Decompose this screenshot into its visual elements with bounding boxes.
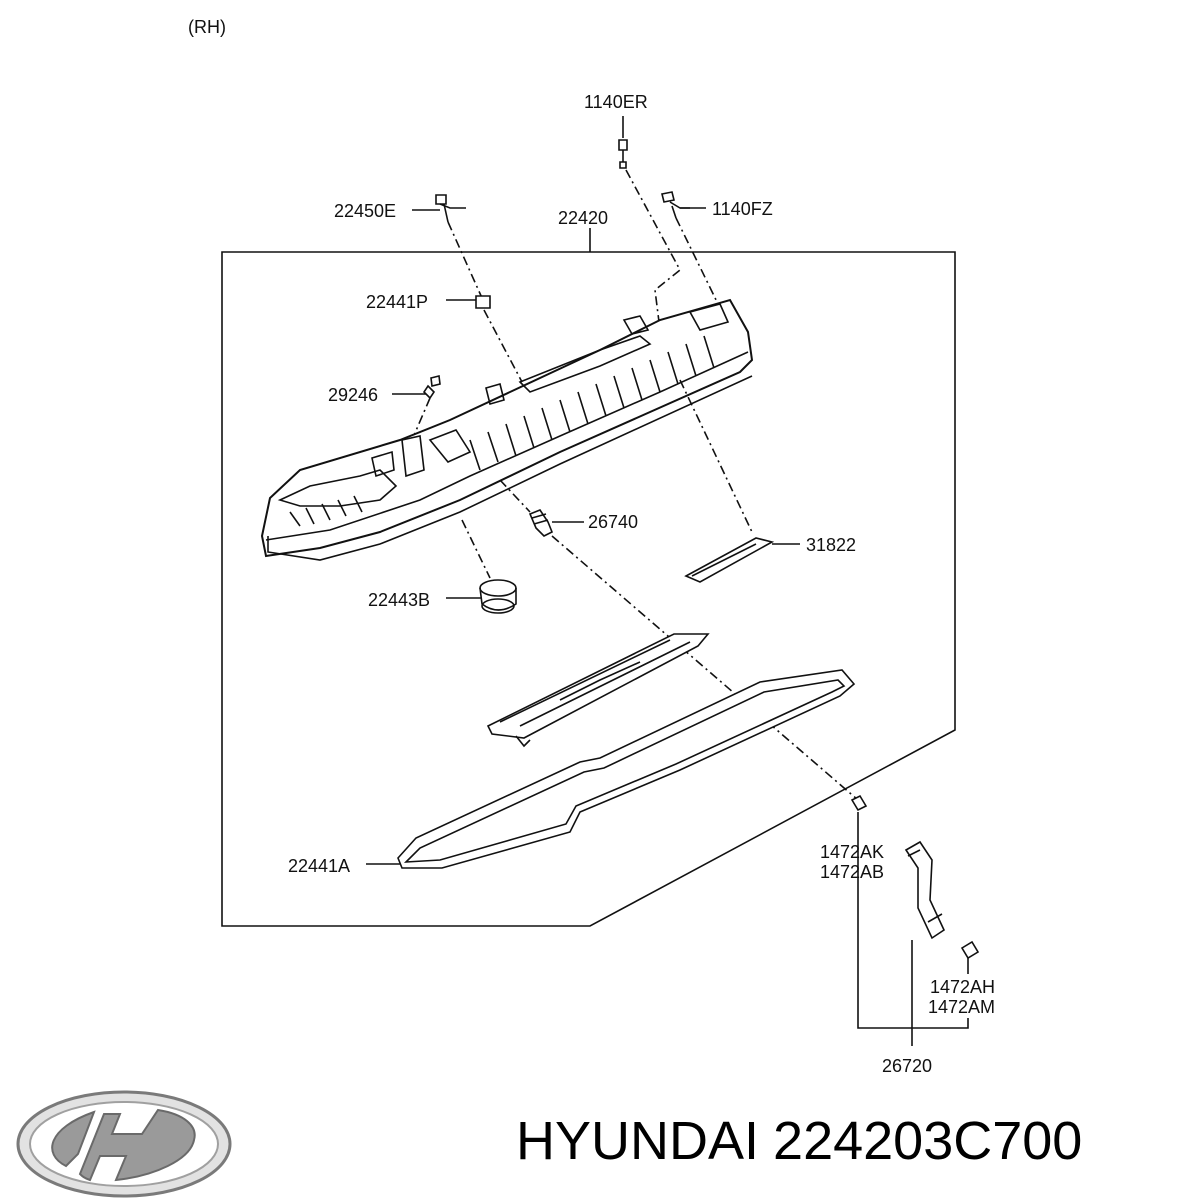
hyundai-logo	[16, 1090, 232, 1198]
bolt-22450e	[435, 194, 466, 223]
part-label-1472am: 1472AM	[928, 997, 995, 1017]
clamp-1472ak	[850, 794, 868, 812]
bolt-1140er	[618, 139, 628, 169]
part-label-29246: 29246	[328, 385, 378, 405]
cap-22441p	[475, 295, 491, 309]
part-label-1472ah: 1472AH	[930, 977, 995, 997]
part-label-22441a: 22441A	[288, 856, 350, 876]
part-label-1472ak: 1472AK	[820, 842, 884, 862]
bolt-1140fz	[661, 191, 690, 219]
hose-26720	[904, 840, 946, 940]
side-label: (RH)	[188, 17, 226, 37]
part-label-1140fz: 1140FZ	[712, 199, 773, 219]
pcv-valve-29246	[422, 375, 441, 400]
dash-pcv-line	[551, 535, 859, 801]
cap-22443b	[479, 579, 517, 614]
dash-1140er	[625, 169, 682, 331]
dash-22441p	[483, 309, 523, 383]
dash-31822	[679, 379, 753, 533]
part-label-31822: 31822	[806, 535, 856, 555]
dash-1140fz	[675, 217, 721, 309]
brand-name: HYUNDAI	[516, 1111, 760, 1171]
part-label-26740: 26740	[588, 512, 638, 532]
dash-26740	[499, 479, 531, 513]
dash-22443b	[461, 519, 491, 579]
part-label-22450e: 22450E	[334, 201, 396, 221]
gasket-22441a	[397, 669, 856, 869]
part-label-26720: 26720	[882, 1056, 932, 1076]
baffle-plate	[486, 633, 710, 748]
cylinder-head-cover	[260, 298, 754, 561]
part-number: 224203C700	[773, 1111, 1083, 1171]
clamp-1472ah	[960, 940, 980, 960]
part-label-22441p: 22441P	[366, 292, 428, 312]
leader-1472ak	[857, 812, 969, 1029]
assembly-frame	[221, 251, 956, 927]
part-label-22443b: 22443B	[368, 590, 430, 610]
part-label-1472ab: 1472AB	[820, 862, 884, 882]
dash-22450e	[447, 221, 483, 299]
gasket-31822	[684, 537, 775, 583]
part-label-1140er: 1140ER	[584, 92, 648, 112]
part-label-22420: 22420	[558, 208, 608, 228]
sensor-26740	[528, 509, 554, 537]
